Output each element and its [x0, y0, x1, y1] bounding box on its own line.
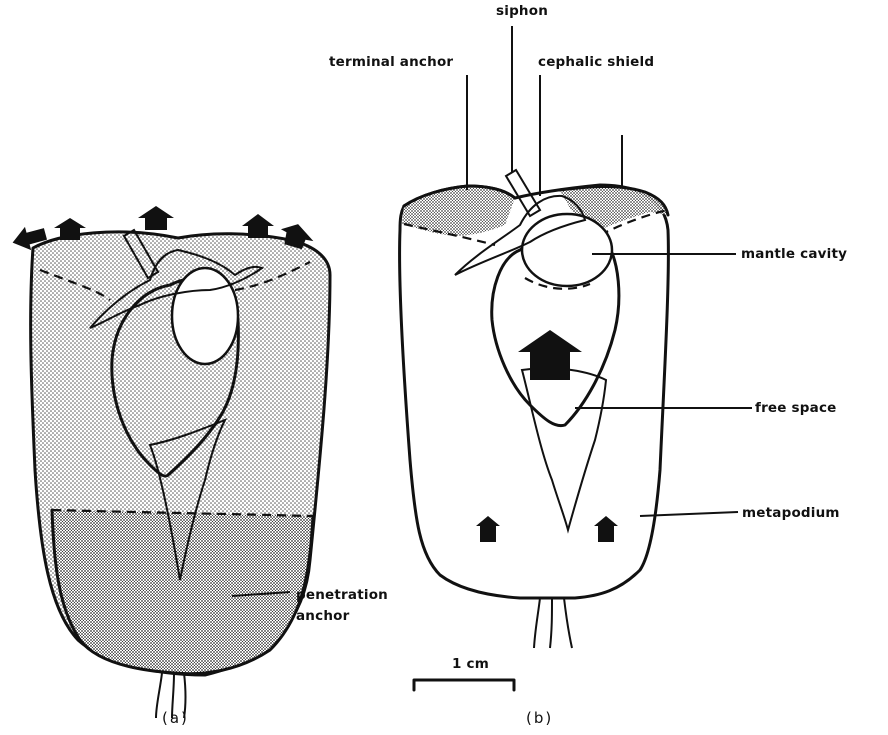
small-arrow-b-right — [594, 516, 618, 542]
tail-b — [534, 598, 572, 648]
free-space-b — [522, 368, 606, 530]
label-penetration: penetration — [296, 587, 388, 603]
label-mantle-cavity: mantle cavity — [741, 246, 847, 262]
small-arrow-b-left — [476, 516, 500, 542]
label-siphon: siphon — [496, 3, 548, 19]
snail-a — [10, 206, 330, 718]
mantle-cavity-a — [172, 268, 238, 364]
scale-bar: 1 cm — [414, 656, 514, 690]
label-free-space: free space — [755, 400, 837, 416]
caption-b: (b) — [526, 709, 553, 727]
label-terminal-anchor: terminal anchor — [329, 54, 453, 70]
label-scale-bar: 1 cm — [452, 656, 489, 672]
caption-a: (a) — [162, 709, 189, 727]
label-anchor: anchor — [296, 608, 350, 624]
label-metapodium: metapodium — [742, 505, 840, 521]
label-cephalic-shield: cephalic shield — [538, 54, 654, 70]
big-arrow-b — [518, 330, 582, 380]
